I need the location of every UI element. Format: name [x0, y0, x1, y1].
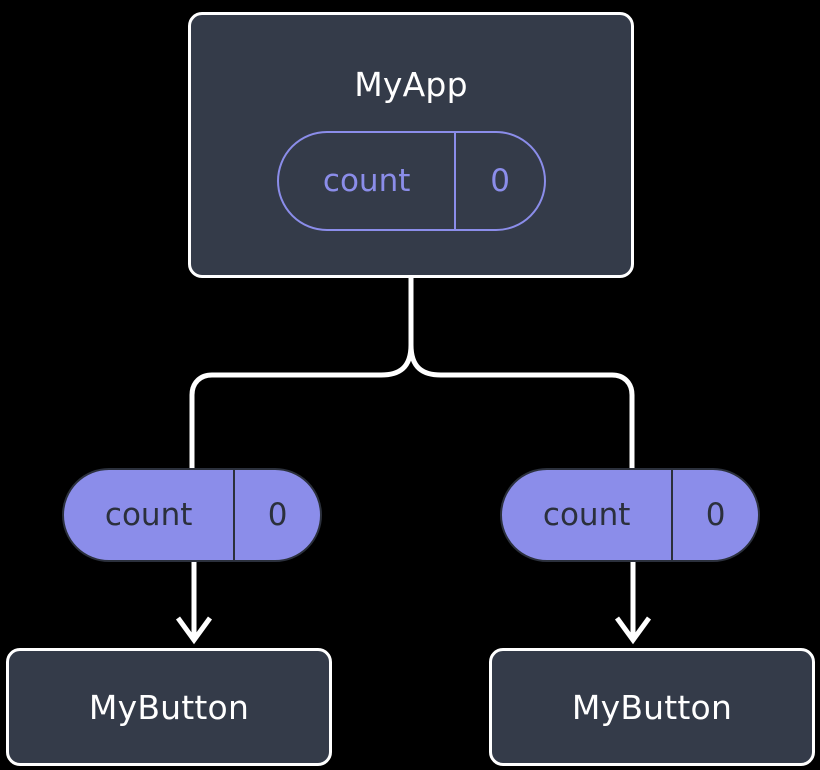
connector-branch-left [189, 344, 414, 468]
state-pill-child-left-value: 0 [233, 470, 320, 560]
state-pill-myapp[interactable]: count 0 [277, 131, 546, 231]
connector-branch-right [408, 344, 635, 468]
state-pill-child-right[interactable]: count 0 [500, 468, 760, 562]
state-pill-child-left[interactable]: count 0 [62, 468, 322, 562]
state-pill-myapp-value: 0 [454, 133, 544, 229]
arrow-right-head [614, 616, 652, 645]
node-mybutton-right[interactable]: MyButton [489, 648, 815, 766]
node-mybutton-right-title: MyButton [571, 687, 733, 727]
node-myapp-title: MyApp [354, 65, 468, 104]
arrow-left-head [175, 616, 213, 645]
state-pill-child-right-value: 0 [671, 470, 758, 560]
state-pill-child-left-key: count [104, 496, 193, 533]
state-pill-myapp-key: count [322, 162, 411, 199]
node-mybutton-left[interactable]: MyButton [6, 648, 332, 766]
node-mybutton-left-title: MyButton [88, 687, 250, 727]
state-pill-child-right-key: count [542, 496, 631, 533]
